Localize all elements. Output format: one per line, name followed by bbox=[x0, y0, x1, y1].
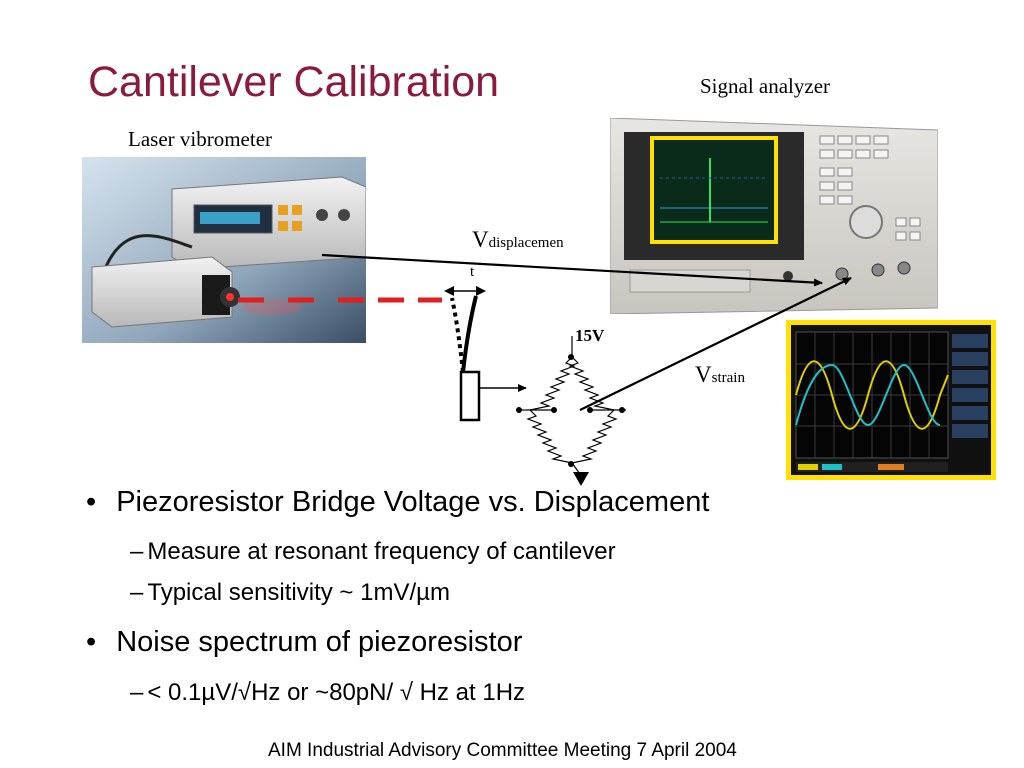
cantilever-base bbox=[459, 370, 481, 422]
sub-bullet-text: < 0.1µV/√Hz or ~80pN/ √ Hz at 1Hz bbox=[147, 679, 526, 706]
bullet-glyph: • bbox=[86, 486, 97, 518]
v-strain-wire bbox=[579, 277, 852, 411]
bullet-item: • Piezoresistor Bridge Voltage vs. Displ… bbox=[86, 486, 709, 519]
sub-bullet-text: Measure at resonant frequency of cantile… bbox=[147, 538, 616, 565]
bullet-item: • Noise spectrum of piezoresistor bbox=[86, 626, 522, 659]
v-displacement-label: Vdisplacemen bbox=[472, 227, 564, 252]
bullet-glyph: • bbox=[86, 626, 97, 658]
sub-bullet-text: Typical sensitivity ~ 1mV/µm bbox=[147, 579, 450, 606]
laser-vibrometer-label: Laser vibrometer bbox=[128, 127, 273, 151]
bullet-text: Piezoresistor Bridge Voltage vs. Displac… bbox=[116, 486, 710, 518]
sub-bullet-item: –Measure at resonant frequency of cantil… bbox=[130, 538, 616, 566]
cantilever-deflected bbox=[450, 297, 465, 373]
signal-analyzer-photo bbox=[610, 118, 938, 314]
bullet-text: Noise spectrum of piezoresistor bbox=[116, 626, 523, 658]
oscilloscope-screenshot bbox=[786, 320, 996, 480]
slide-footer: AIM Industrial Advisory Committee Meetin… bbox=[268, 740, 737, 761]
dash-glyph: – bbox=[130, 538, 144, 565]
cantilever-beam bbox=[461, 295, 478, 373]
signal-analyzer-label: Signal analyzer bbox=[700, 74, 831, 98]
sub-bullet-item: –< 0.1µV/√Hz or ~80pN/ √ Hz at 1Hz bbox=[130, 679, 525, 707]
dash-glyph: – bbox=[130, 679, 144, 706]
v-displacement-wire bbox=[321, 253, 823, 287]
supply-voltage-label: 15V bbox=[575, 326, 605, 345]
laser-vibrometer-photo bbox=[82, 157, 366, 343]
dash-glyph: – bbox=[130, 579, 144, 606]
v-strain-label: Vstrain bbox=[695, 362, 745, 387]
slide-title: Cantilever Calibration bbox=[88, 58, 500, 106]
sub-bullet-item: –Typical sensitivity ~ 1mV/µm bbox=[130, 579, 450, 607]
v-displacement-label-wrap: t bbox=[470, 264, 475, 280]
